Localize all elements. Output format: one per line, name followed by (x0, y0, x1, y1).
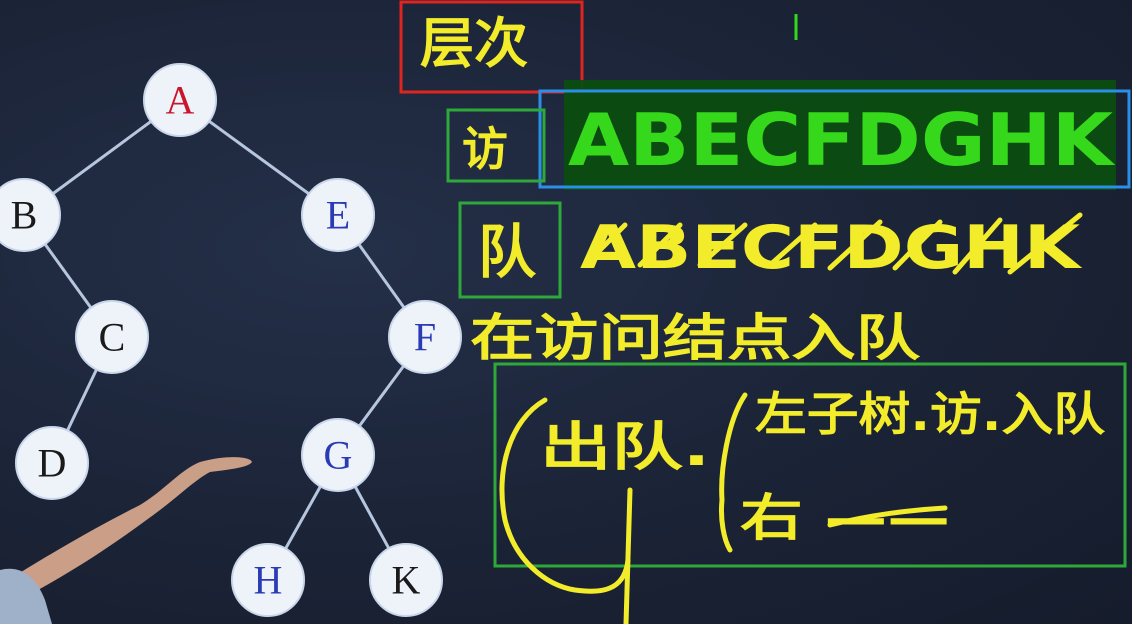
queue-strikes (582, 212, 1083, 275)
visit-label: 访 (462, 122, 508, 176)
node-label-E: E (326, 193, 350, 238)
tree-node-C: C (75, 300, 149, 374)
brace-stroke (719, 392, 748, 553)
vertical-stroke (623, 487, 633, 624)
node-label-A: A (166, 78, 195, 123)
queue-label: 队 (478, 218, 537, 286)
green-box-rules (493, 362, 1127, 568)
node-label-H: H (254, 558, 283, 603)
tree-node-E: E (301, 178, 375, 252)
tree-node-D: D (15, 426, 89, 500)
visit-highlight-bg (564, 80, 1116, 190)
node-label-G: G (324, 433, 353, 478)
tree-node-B: B (0, 178, 61, 252)
node-label-F: F (414, 315, 436, 360)
visit-sequence: ABECFDGHK (568, 98, 1115, 182)
node-label-D: D (38, 441, 67, 486)
green-box-queue (458, 201, 562, 299)
node-label-B: B (11, 193, 38, 238)
tree-node-F: F (388, 300, 462, 374)
left-rule: 左子树.访.入队 (755, 387, 1106, 441)
right-rule: 右 —— (740, 489, 950, 547)
tree-node-K: K (369, 543, 443, 617)
red-box-title (399, 0, 584, 94)
tree-node-G: G (301, 418, 375, 492)
green-box-visit (446, 108, 546, 183)
node-label-C: C (99, 315, 126, 360)
dequeue-label: 出队. (540, 418, 710, 478)
presenter-hand (0, 457, 252, 624)
node-label-K: K (392, 558, 421, 603)
blue-box-sequence (538, 89, 1131, 189)
loop-stroke (499, 397, 631, 594)
title-text: 层次 (420, 12, 528, 75)
tree-node-A: A (143, 63, 217, 137)
rule-line: 在访问结点入队 (470, 309, 921, 367)
tree-node-H: H (231, 543, 305, 617)
dash-stroke (827, 505, 948, 528)
